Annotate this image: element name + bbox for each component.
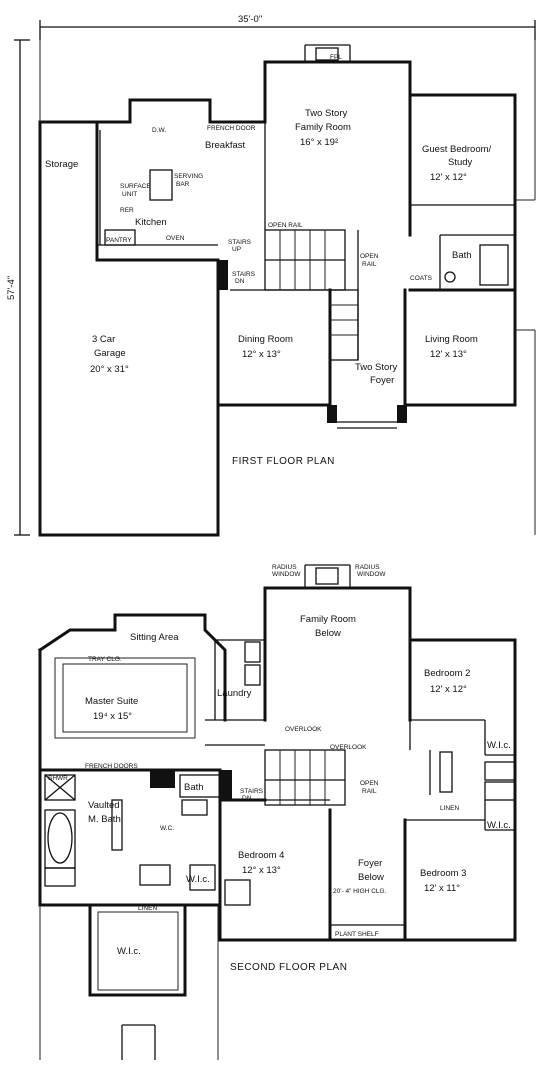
- plant-shelf-label: PLANT SHELF: [335, 931, 379, 938]
- master-suite-size: 19⁴ x 15°: [93, 711, 132, 722]
- dw-label: D.W.: [152, 127, 166, 134]
- linen-label-2: LINEN: [138, 905, 157, 912]
- radius-window-label-1: RADIUS: [272, 564, 297, 571]
- serving-bar-label: SERVING: [174, 173, 203, 180]
- walk-in-closet-label-2: W.I.c.: [487, 820, 511, 831]
- two-story-foyer-label-2: Foyer: [370, 375, 394, 386]
- living-room-label: Living Room: [425, 334, 478, 345]
- overlook-label-2: OVERLOOK: [330, 744, 367, 751]
- master-wic-label: W.I.c.: [117, 946, 141, 957]
- radius-window-label-1b: WINDOW: [272, 571, 301, 578]
- open-rail-label-2: OPEN: [360, 253, 379, 260]
- overall-depth-dimension: 57'-4": [6, 39, 30, 536]
- wc-label: W.C.: [160, 825, 174, 832]
- shower-label: SHWR.: [48, 775, 70, 782]
- vaulted-bath-label: Vaulted: [88, 800, 120, 811]
- second-floor-title: SECOND FLOOR PLAN: [230, 962, 347, 973]
- garage-label-2: Garage: [94, 348, 126, 359]
- stairs-dn-2-label-b: DN.: [242, 795, 253, 802]
- first-floor-stairs: [264, 229, 359, 361]
- first-floor-walls: [38, 40, 536, 537]
- garage-size: 20° x 31°: [90, 364, 129, 375]
- bedroom-4-label: Bedroom 4: [238, 850, 284, 861]
- stairs-dn-2-label: STAIRS: [240, 788, 264, 795]
- bedroom-4-size: 12° x 13°: [242, 865, 281, 876]
- foyer-below-label: Foyer: [358, 858, 382, 869]
- second-bath-label: Bath: [184, 782, 204, 793]
- pantry-label: PANTRY: [106, 237, 132, 244]
- garage-label: 3 Car: [92, 334, 115, 345]
- foyer-below-label-2: Below: [358, 872, 384, 883]
- family-room-below-label-2: Below: [315, 628, 341, 639]
- coats-label: COATS: [410, 275, 433, 282]
- serving-bar-label-2: BAR: [176, 181, 190, 188]
- oven-label: OVEN: [166, 235, 185, 242]
- kitchen-label: Kitchen: [135, 217, 167, 228]
- family-room-below-label: Family Room: [300, 614, 356, 625]
- radius-window-label-2: RADIUS: [355, 564, 380, 571]
- living-room-size: 12' x 13°: [430, 349, 467, 360]
- bedroom-3-label: Bedroom 3: [420, 868, 466, 879]
- radius-window-label-2b: WINDOW: [357, 571, 386, 578]
- storage-label: Storage: [45, 159, 78, 170]
- dining-room-size: 12° x 13°: [242, 349, 281, 360]
- tray-clg-label: TRAY CLG.: [88, 656, 122, 663]
- bath-label: Bath: [452, 250, 472, 261]
- stairs-dn-label: STAIRS: [232, 271, 256, 278]
- overall-width-dimension: 35'-0": [39, 14, 536, 40]
- walk-in-closet-label-3: W.I.c.: [186, 874, 210, 885]
- stairs-up-label-2: UP: [232, 246, 241, 253]
- pantry-note: RER: [120, 207, 134, 214]
- guest-bedroom-size: 12' x 12°: [430, 172, 467, 183]
- overlook-label-1: OVERLOOK: [285, 726, 322, 733]
- high-ceiling-label: 20'- 4" HIGH CLG.: [333, 888, 387, 895]
- family-room-label: Two Story: [305, 108, 347, 119]
- open-rail-label-3: RAIL: [362, 261, 377, 268]
- guest-bedroom-label: Guest Bedroom/: [422, 144, 492, 155]
- linen-label-1: LINEN: [440, 805, 459, 812]
- vaulted-bath-label-2: M. Bath: [88, 814, 121, 825]
- stairs-up-label: STAIRS: [228, 239, 252, 246]
- open-rail-label: OPEN RAIL: [268, 222, 303, 229]
- french-doors-label: FRENCH DOORS: [85, 763, 138, 770]
- surface-unit-label-2: UNIT: [122, 191, 137, 198]
- dining-room-label: Dining Room: [238, 334, 293, 345]
- sitting-area-label: Sitting Area: [130, 632, 179, 643]
- laundry-label: Laundry: [217, 688, 252, 699]
- fireplace-label: FPL: [330, 54, 342, 61]
- two-story-foyer-label: Two Story: [355, 362, 397, 373]
- guest-bedroom-label-2: Study: [448, 157, 473, 168]
- surface-unit-label: SURFACE: [120, 183, 151, 190]
- bedroom-2-size: 12' x 12°: [430, 684, 467, 695]
- family-room-size: 16° x 19²: [300, 137, 338, 148]
- master-suite-label: Master Suite: [85, 696, 138, 707]
- french-door-label: FRENCH DOOR: [207, 125, 256, 132]
- first-floor-title: FIRST FLOOR PLAN: [232, 456, 335, 467]
- bedroom-3-size: 12' x 11°: [424, 883, 460, 894]
- width-dimension-label: 35'-0": [238, 14, 262, 25]
- open-rail-2-label: OPEN: [360, 780, 379, 787]
- walk-in-closet-label-1: W.I.c.: [487, 740, 511, 751]
- family-room-label-2: Family Room: [295, 122, 351, 133]
- bedroom-2-label: Bedroom 2: [424, 668, 470, 679]
- open-rail-2-label-b: RAIL: [362, 788, 377, 795]
- breakfast-label: Breakfast: [205, 140, 245, 151]
- stairs-dn-label-2: DN: [235, 278, 245, 285]
- depth-dimension-label: 57'-4": [6, 276, 17, 300]
- second-floor-walls: [37, 564, 517, 1060]
